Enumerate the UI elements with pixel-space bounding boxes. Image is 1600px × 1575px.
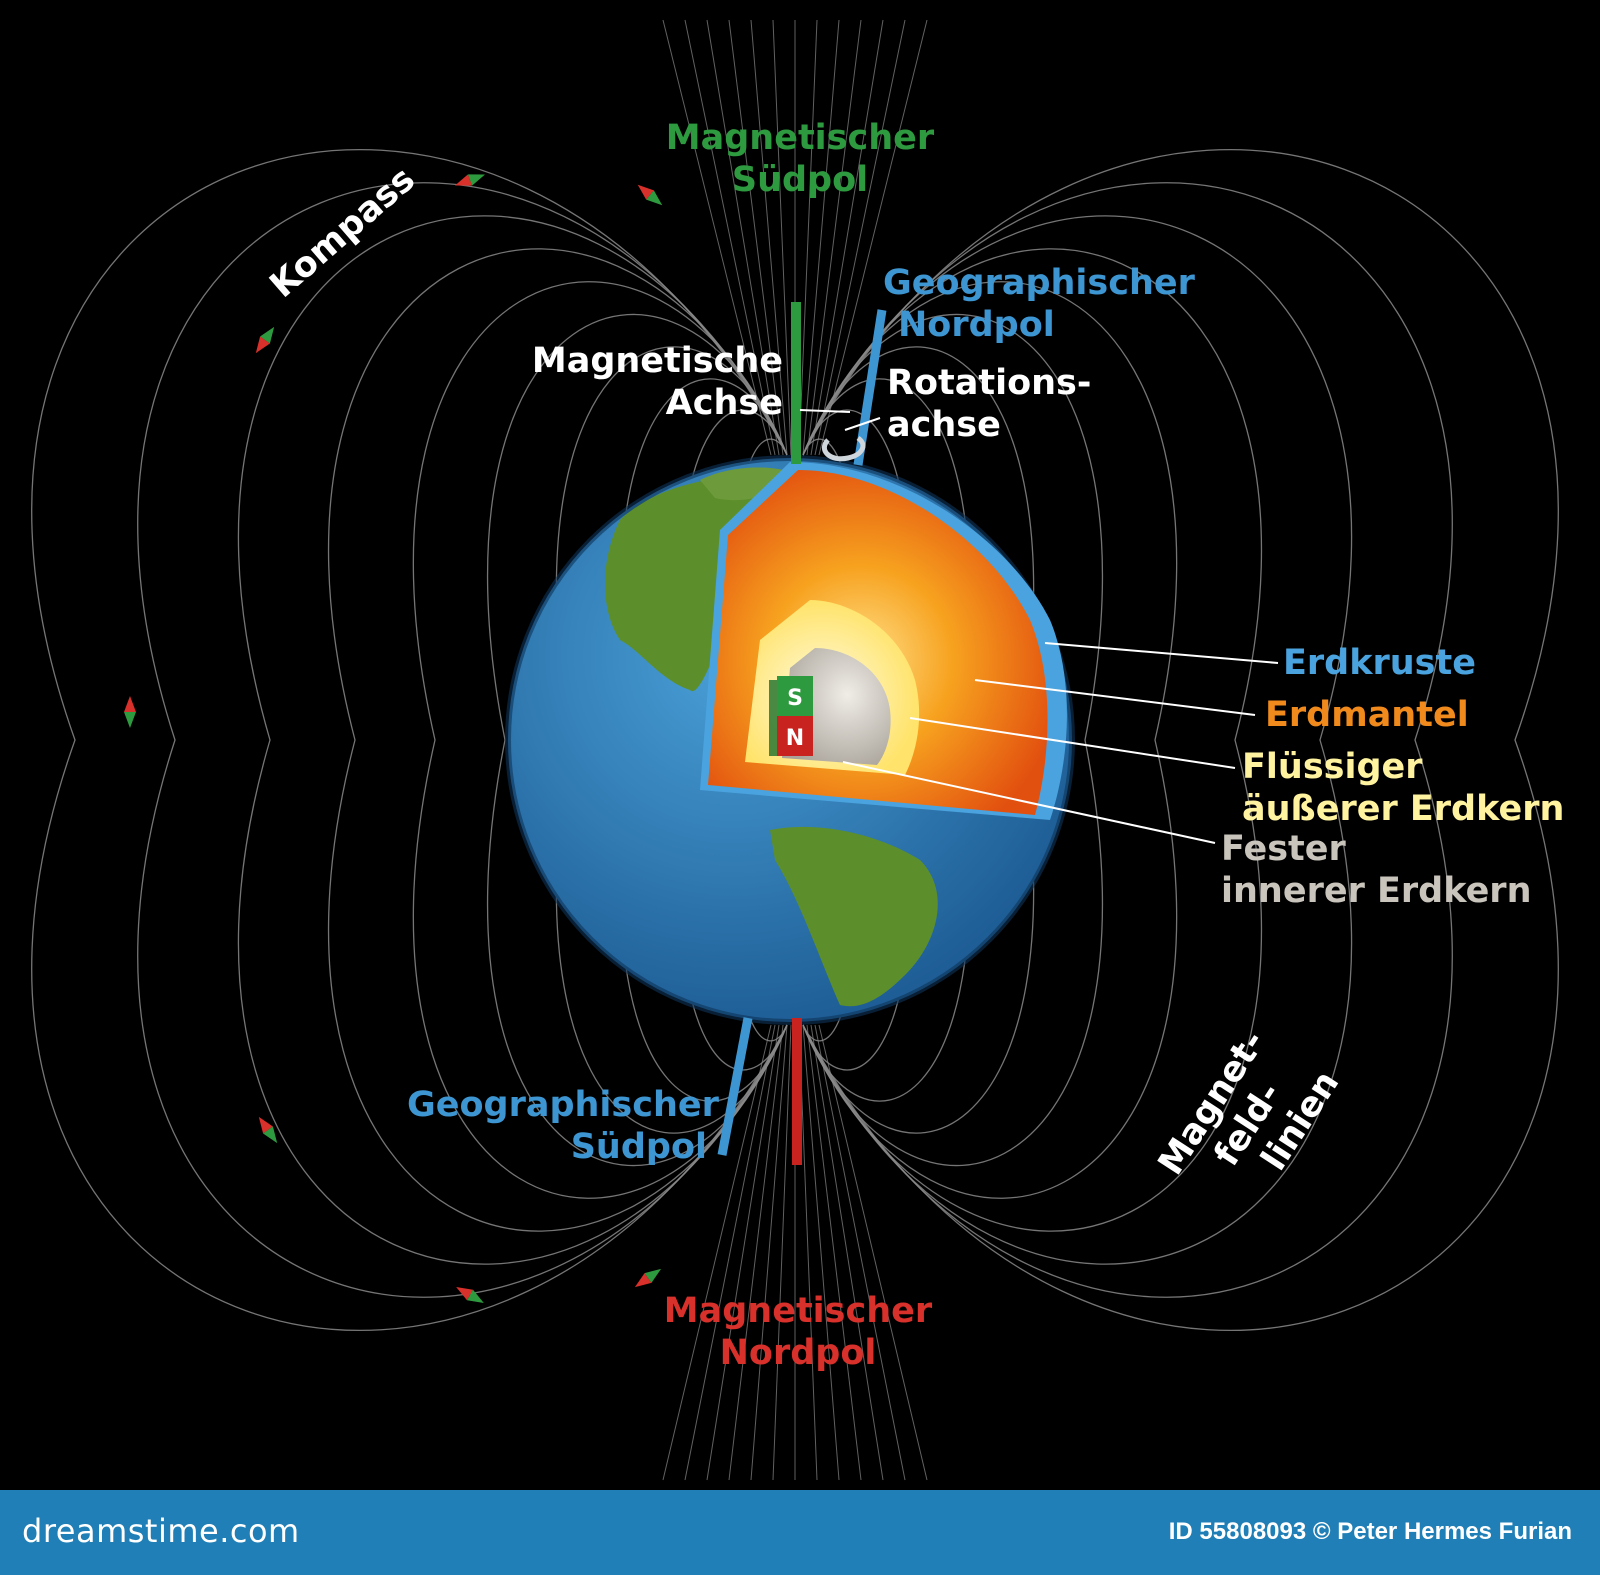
field-line xyxy=(137,182,788,1298)
field-line xyxy=(327,248,788,1232)
field-line xyxy=(706,1024,780,1481)
field-line xyxy=(818,19,928,456)
bar-magnet-icon: S N xyxy=(769,676,813,756)
label-geographic-north-pole: Geographischer Nordpol xyxy=(883,262,1195,346)
footer-id-credit: ID 55808093 © Peter Hermes Furian xyxy=(1168,1518,1572,1545)
continent-south-america xyxy=(770,826,938,1007)
field-line xyxy=(814,19,906,456)
field-line xyxy=(802,248,1263,1232)
label-magnetic-south-pole-line1: Magnetischer xyxy=(665,118,935,158)
label-outer-core-line2: äußerer Erdkern xyxy=(1242,789,1565,829)
label-mantle: Erdmantel xyxy=(1265,695,1469,735)
field-line xyxy=(802,19,840,456)
magnet-north-label: N xyxy=(786,726,804,751)
earth-rim-shadow xyxy=(505,455,1075,1025)
earth-magnetic-field-diagram: S N xyxy=(31,19,1559,1481)
magnet-south-label: S xyxy=(787,686,803,711)
field-line xyxy=(818,1024,928,1481)
field-line xyxy=(728,19,784,456)
label-geographic-north-pole-line1: Geographischer xyxy=(883,263,1195,303)
compass-needle-icon xyxy=(258,1116,278,1144)
label-inner-core-line2: innerer Erdkern xyxy=(1221,871,1532,911)
field-line xyxy=(806,19,862,456)
label-outer-core: Flüssiger äußerer Erdkern xyxy=(1242,746,1564,830)
field-line xyxy=(728,1024,784,1481)
field-line xyxy=(772,1024,792,1481)
compass-needle-icon xyxy=(454,174,486,186)
field-line xyxy=(237,215,788,1265)
leader-magnetic-axis xyxy=(799,409,851,413)
label-magnetic-axis-line2: Achse xyxy=(665,383,783,423)
label-magnetic-south-pole: Magnetischer Südpol xyxy=(665,117,935,201)
compass-needle-icon xyxy=(637,184,663,206)
field-line xyxy=(798,19,818,456)
magnetic-field-lines xyxy=(31,19,1559,1481)
leader-lines xyxy=(799,409,1279,844)
compass-needle-icon xyxy=(456,1287,484,1303)
label-geographic-south-pole: Geographischer Südpol xyxy=(407,1084,719,1168)
field-line xyxy=(810,19,884,456)
magnetic-axis-bottom xyxy=(792,1018,802,1165)
field-line xyxy=(31,149,788,1331)
compass-needle-icon xyxy=(124,696,136,728)
compass-needle-icon xyxy=(255,326,275,354)
compass-needles xyxy=(124,174,663,1303)
field-line xyxy=(802,149,1559,1331)
leader-rotation-axis xyxy=(844,417,881,431)
field-line xyxy=(810,1024,884,1481)
label-rotation-axis: Rotations- achse xyxy=(887,362,1091,446)
field-line xyxy=(412,281,788,1199)
field-line xyxy=(802,313,1103,1167)
label-magnetic-axis: Magnetische Achse xyxy=(530,340,783,424)
leader-inner-core xyxy=(842,761,1216,844)
label-rotation-axis-line2: achse xyxy=(887,405,1001,445)
field-line xyxy=(806,1024,862,1481)
field-line xyxy=(706,19,780,456)
label-magnetic-north-pole: Magnetischer Nordpol xyxy=(663,1290,933,1374)
label-geographic-south-pole-line2: Südpol xyxy=(570,1127,707,1167)
label-inner-core: Fester innerer Erdkern xyxy=(1221,828,1532,912)
footer-logo[interactable]: dreamstime.com xyxy=(22,1512,300,1550)
magnetic-axis-top xyxy=(791,302,801,464)
field-line xyxy=(684,19,776,456)
rotation-arrow-icon xyxy=(821,435,866,462)
label-magnetic-north-pole-line1: Magnetischer xyxy=(663,1291,933,1331)
label-outer-core-line1: Flüssiger xyxy=(1242,747,1423,787)
field-line xyxy=(750,1024,788,1481)
field-line xyxy=(802,215,1353,1265)
label-geographic-south-pole-line1: Geographischer xyxy=(407,1085,719,1125)
footer-bar: dreamstime.com ID 55808093 © Peter Herme… xyxy=(0,1490,1600,1575)
label-geographic-north-pole-line2: Nordpol xyxy=(898,305,1055,345)
label-inner-core-line1: Fester xyxy=(1221,829,1346,869)
field-line xyxy=(802,182,1453,1298)
label-magnetic-axis-line1: Magnetische xyxy=(531,341,783,381)
leader-outer-core xyxy=(909,717,1236,769)
field-line xyxy=(662,1024,772,1481)
label-magnetic-north-pole-line2: Nordpol xyxy=(719,1333,877,1373)
field-line xyxy=(814,1024,906,1481)
label-crust: Erdkruste xyxy=(1283,643,1476,683)
leader-crust xyxy=(1044,642,1279,664)
field-line xyxy=(662,19,772,456)
field-line xyxy=(802,281,1178,1199)
rotation-axis-bottom xyxy=(717,1017,753,1156)
field-line xyxy=(802,1024,840,1481)
field-line xyxy=(684,1024,776,1481)
leader-mantle xyxy=(974,679,1256,716)
earth-cutaway xyxy=(700,462,1067,820)
label-rotation-axis-line1: Rotations- xyxy=(887,363,1092,403)
compass-needle-icon xyxy=(634,1268,662,1288)
field-line xyxy=(772,19,792,456)
label-magnetic-south-pole-line2: Südpol xyxy=(731,160,869,200)
field-line xyxy=(750,19,788,456)
